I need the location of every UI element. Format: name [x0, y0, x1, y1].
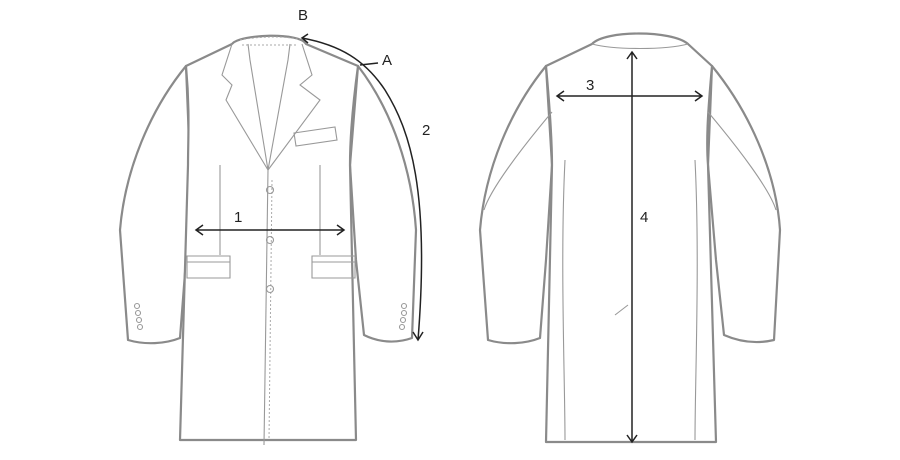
- back-left-sleeve: [478, 64, 554, 345]
- cuff-button: [134, 309, 142, 317]
- measure-1-chest-arrow: [194, 224, 346, 236]
- button: [265, 284, 275, 294]
- front-right-sleeve: [348, 64, 418, 343]
- measure-3-shoulder-arrow: [555, 90, 704, 102]
- back-right-sleeve: [706, 64, 782, 344]
- collar-stitching: [239, 36, 301, 46]
- left-pocket: [186, 255, 231, 279]
- label-4: 4: [640, 209, 648, 226]
- back-vent: [614, 304, 629, 316]
- measure-4-length-arrow: [626, 50, 638, 444]
- placket-stitching: [268, 179, 273, 441]
- right-pocket: [311, 255, 356, 279]
- label-a: A: [382, 52, 392, 69]
- right-lapel: [267, 43, 321, 171]
- cuff-button: [400, 302, 408, 310]
- label-b: B: [298, 7, 308, 24]
- cuff-button: [135, 316, 143, 324]
- left-lapel: [221, 43, 269, 171]
- back-body: [544, 32, 718, 444]
- coat-front: B A 1 2: [118, 7, 430, 446]
- cuff-button: [400, 309, 408, 317]
- label-3: 3: [586, 77, 594, 94]
- front-left-sleeve: [118, 64, 192, 345]
- back-collar: [591, 43, 689, 50]
- label-1: 1: [234, 209, 242, 226]
- front-buttons: [133, 185, 408, 331]
- cuff-button: [136, 323, 144, 331]
- coat-back: 3 4: [478, 32, 782, 444]
- button: [265, 235, 275, 245]
- front-body: [178, 34, 360, 442]
- point-a-marker: [359, 62, 379, 66]
- measure-2-sleeve-arrow: [300, 33, 424, 342]
- cuff-button: [398, 323, 406, 331]
- cuff-button: [399, 316, 407, 324]
- front-darts: [219, 165, 321, 255]
- back-seams: [483, 111, 777, 441]
- chest-pocket: [293, 126, 338, 147]
- front-placket: [263, 169, 269, 446]
- label-2: 2: [422, 122, 430, 139]
- cuff-button: [133, 302, 141, 310]
- button: [265, 185, 275, 195]
